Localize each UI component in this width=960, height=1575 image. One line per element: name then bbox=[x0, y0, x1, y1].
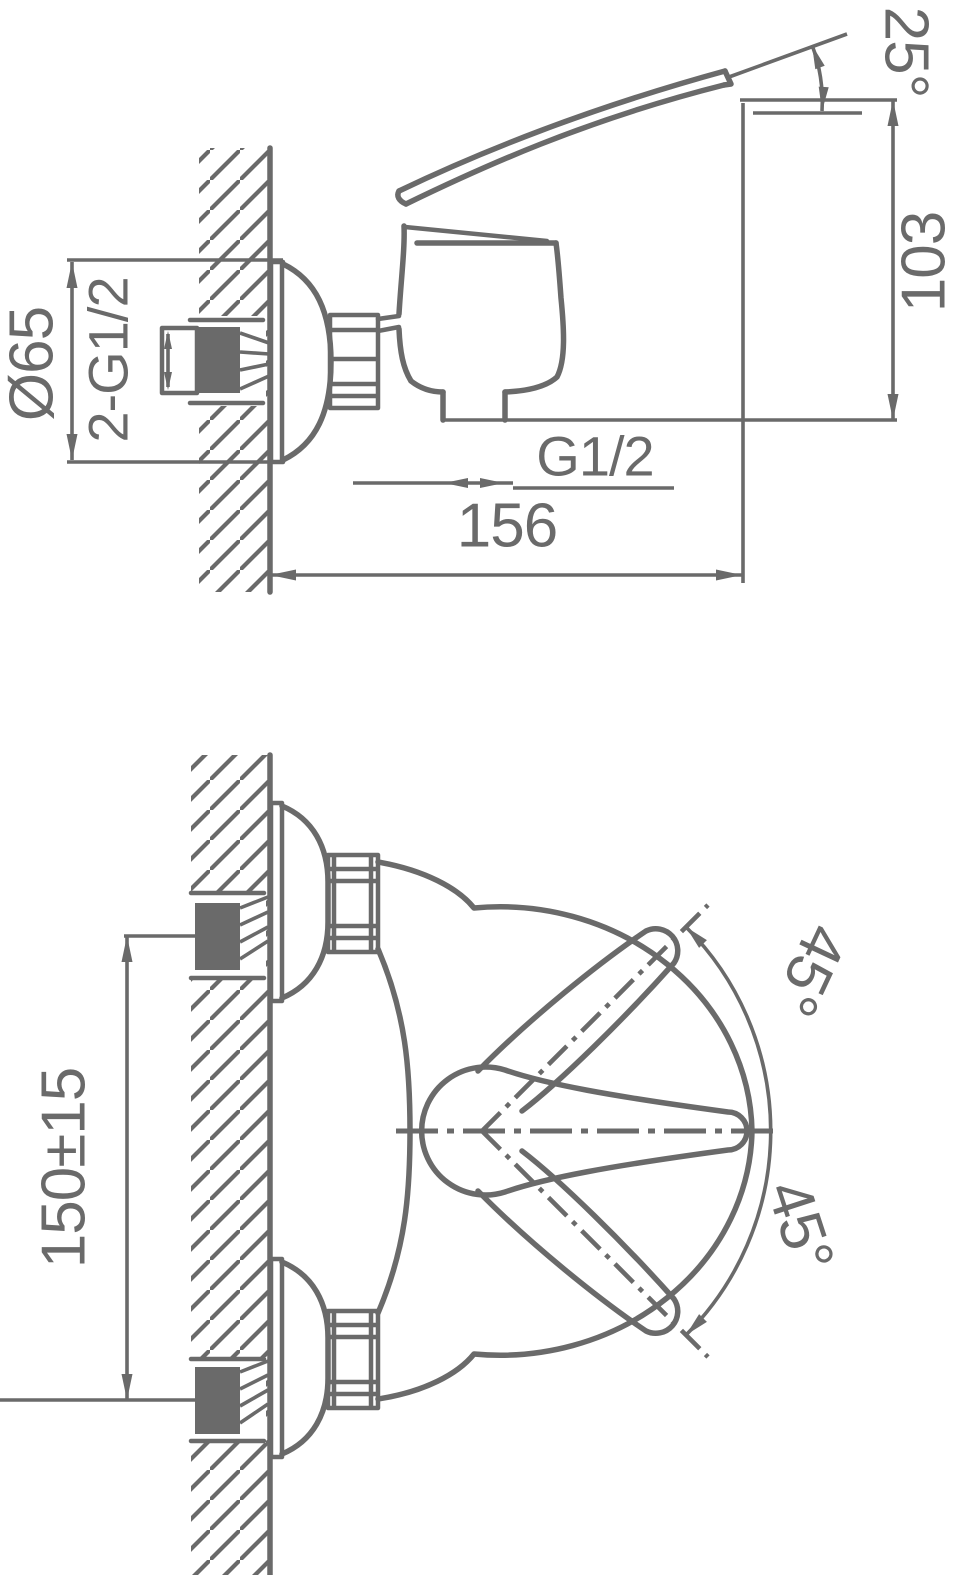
dim-width-156: 156 bbox=[270, 103, 745, 583]
upper-connection bbox=[195, 800, 381, 1004]
dim-height-103: 103 bbox=[443, 100, 959, 422]
wall-connector bbox=[159, 325, 270, 396]
handle-middle bbox=[418, 1064, 750, 1198]
diameter-65-label: Ø65 bbox=[0, 307, 67, 421]
nut-neck bbox=[375, 313, 402, 334]
body-lower-left bbox=[396, 326, 446, 395]
escutcheon-side bbox=[267, 259, 402, 465]
lever-bottom-edge bbox=[403, 82, 727, 207]
height-103-label: 103 bbox=[890, 212, 959, 312]
body-right-edge bbox=[502, 240, 567, 395]
dim-escutcheon: Ø65 2-G1/2 bbox=[0, 258, 283, 464]
angle-ray bbox=[728, 32, 848, 79]
handle-down-45 bbox=[475, 1148, 681, 1336]
spacing-150-label: 150±15 bbox=[30, 1068, 99, 1268]
escutcheon-plate bbox=[267, 259, 286, 465]
extension-lines bbox=[67, 258, 283, 464]
side-view: 25° 103 156 G1/2 bbox=[0, 7, 959, 595]
width-156-label: 156 bbox=[457, 492, 557, 561]
outlet-pipe bbox=[440, 389, 508, 423]
front-view: 45° 45° 150±15 bbox=[0, 752, 861, 1575]
connection-nut bbox=[327, 312, 381, 411]
angle-45-down-label: 45° bbox=[753, 1172, 847, 1280]
dim-outlet-thread: G1/2 bbox=[353, 425, 674, 490]
thread-fan-lines bbox=[239, 331, 270, 391]
body-left-edge bbox=[396, 223, 407, 317]
wall-hole-lines-front bbox=[188, 890, 267, 1444]
centerline-up-45 bbox=[480, 903, 710, 1133]
wall-section-front bbox=[186, 752, 273, 1575]
mixer-body-side bbox=[396, 223, 567, 423]
outlet-thread-label: G1/2 bbox=[536, 425, 653, 488]
handle-positions bbox=[418, 926, 750, 1336]
cartridge-top bbox=[402, 224, 550, 244]
eccentric-fitting bbox=[197, 327, 240, 393]
dim-angle-25: 25° bbox=[728, 7, 941, 115]
horizontal-reference-lines bbox=[740, 98, 897, 115]
angle-dim-arc bbox=[684, 925, 773, 1337]
lever-base-cap bbox=[395, 188, 409, 207]
wall-thread-label: 2-G1/2 bbox=[77, 277, 140, 442]
wall-hole-lines bbox=[187, 317, 266, 406]
centerlines bbox=[396, 903, 780, 1359]
angle-25-label: 25° bbox=[872, 7, 941, 98]
centerline-down-45 bbox=[480, 1129, 710, 1359]
lever-top-edge bbox=[396, 68, 728, 194]
dim-spacing-150: 150±15 bbox=[0, 934, 196, 1402]
escutcheon-dome bbox=[280, 261, 334, 463]
lever-tip bbox=[721, 68, 734, 88]
lever-side bbox=[395, 68, 734, 207]
lower-connection bbox=[195, 1256, 381, 1460]
handle-up-45 bbox=[475, 926, 681, 1114]
pipe-end bbox=[159, 325, 200, 396]
extension-lines-150 bbox=[0, 934, 196, 1402]
angle-45-up-label: 45° bbox=[760, 914, 861, 1025]
dim-handle-angles: 45° 45° bbox=[684, 914, 861, 1337]
